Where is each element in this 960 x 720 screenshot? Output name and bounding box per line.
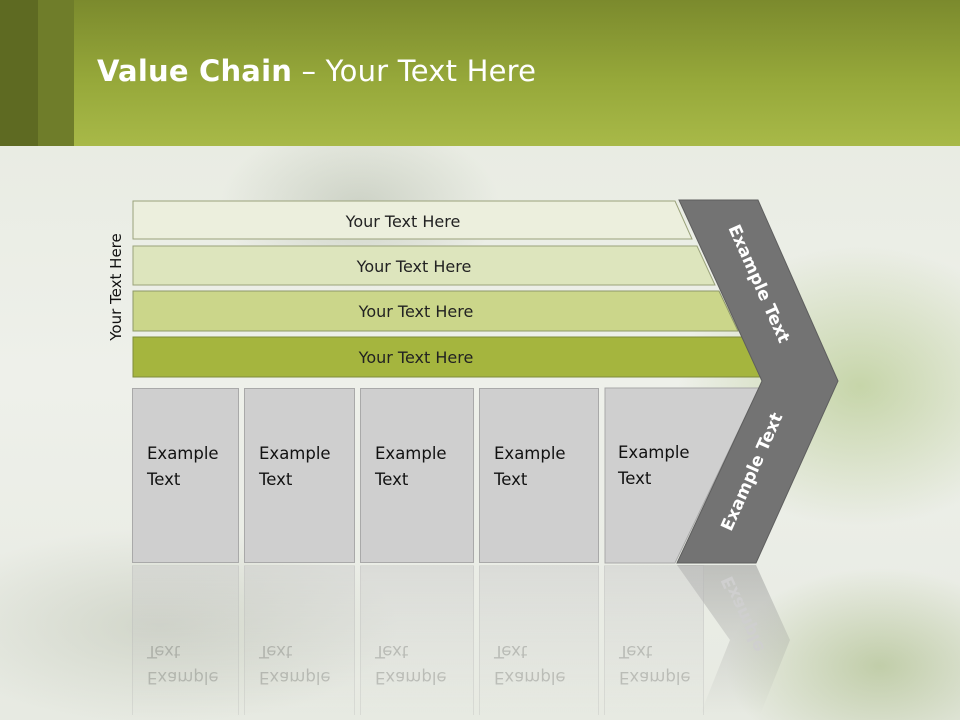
bar-shape	[132, 245, 716, 286]
title-bold: Value Chain	[97, 54, 293, 88]
header-accent-strip	[38, 0, 74, 146]
bar-3-text: Your Text Here	[358, 301, 474, 321]
bar-3: Your Text Here	[133, 291, 719, 331]
box-4-line2: Text	[494, 470, 528, 489]
bar-2: Your Text Here	[133, 246, 715, 286]
box-5-line2: Text	[618, 469, 652, 488]
box-2-line1: Example	[259, 444, 331, 463]
box-1-line1: Example	[147, 444, 219, 463]
slide-title: Value Chain – Your Text Here	[97, 54, 536, 88]
slide-header: Value Chain – Your Text Here	[0, 0, 960, 146]
bar-1-text: Your Text Here	[345, 211, 461, 231]
example-box-1: Example Text	[132, 388, 239, 563]
box-5-line1: Example	[618, 443, 690, 462]
bar-4: Your Text Here	[133, 337, 719, 377]
chevron-reflection	[677, 565, 790, 715]
box-4-line1: Example	[494, 444, 566, 463]
example-box-3: Example Text	[360, 388, 474, 563]
bar-shape	[132, 290, 739, 332]
example-box-4: Example Text	[479, 388, 599, 563]
box-3-line1: Example	[375, 444, 447, 463]
bar-4-text: Your Text Here	[358, 347, 474, 367]
bar-shape	[132, 200, 693, 240]
example-box-5: Example Text	[604, 388, 714, 563]
header-accent-strip	[0, 0, 38, 146]
chevron-shape	[676, 199, 839, 564]
box-1-line2: Text	[147, 470, 181, 489]
example-box-shape	[604, 387, 760, 564]
box-2-line2: Text	[259, 470, 293, 489]
box-3-line2: Text	[375, 470, 409, 489]
bar-1: Your Text Here	[133, 201, 693, 241]
example-box-2: Example Text	[244, 388, 355, 563]
bar-2-text: Your Text Here	[356, 256, 472, 276]
title-rest: – Your Text Here	[292, 54, 537, 88]
